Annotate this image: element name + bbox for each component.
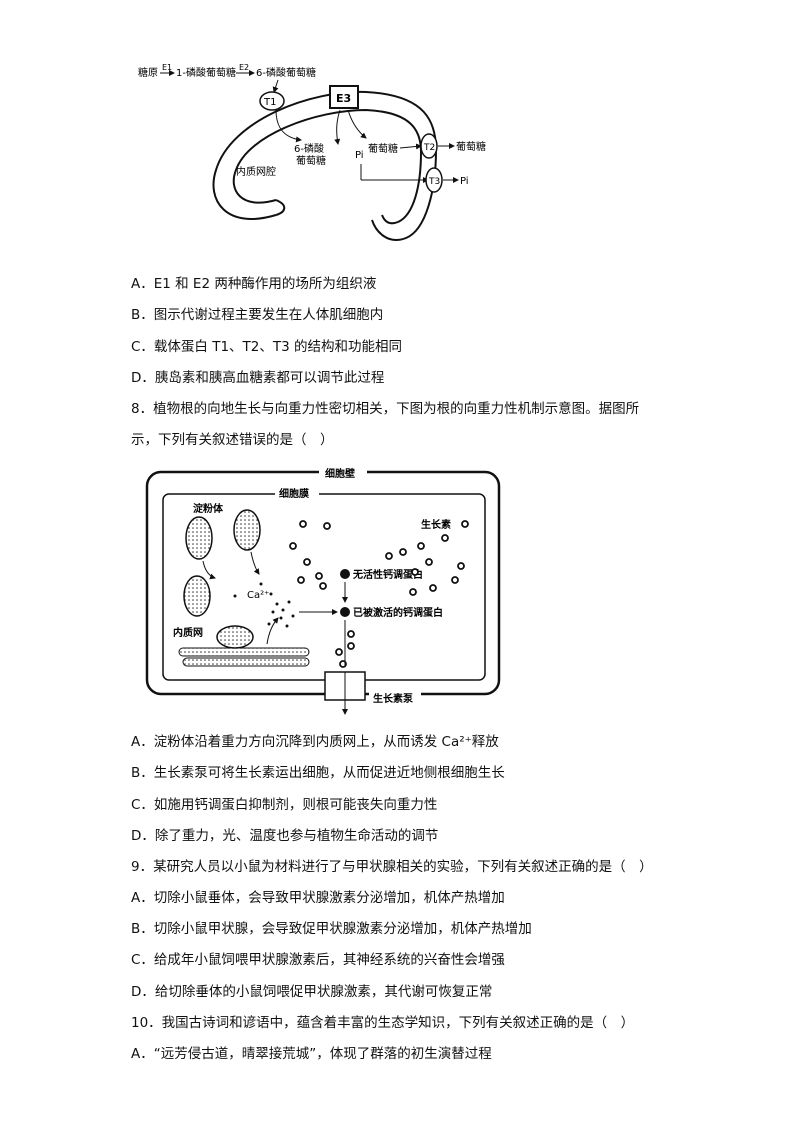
q9-option-a: A．切除小鼠垂体，会导致甲状腺激素分泌增加，机体产热增加 <box>131 890 505 906</box>
transporter-t3: T3 <box>428 177 440 187</box>
auxin-label: 生长素 <box>421 518 451 531</box>
cell-membrane-label: 细胞膜 <box>279 487 309 500</box>
glucose-inner: 葡萄糖 <box>368 142 398 155</box>
q8-option-c: C．如施用钙调蛋白抑制剂，则根可能丧失向重力性 <box>131 797 438 813</box>
q8-option-b: B．生长素泵可将生长素运出细胞，从而促进近地侧根细胞生长 <box>131 765 505 781</box>
q9-stem: 9．某研究人员以小鼠为材料进行了与甲状腺相关的实验，下列有关叙述正确的是（ ） <box>131 859 653 875</box>
transporter-t2: T2 <box>423 143 435 153</box>
cell-wall-label: 细胞壁 <box>325 467 355 480</box>
q9-option-c: C．给成年小鼠饲喂甲状腺激素后，其神经系统的兴奋性会增强 <box>131 952 505 968</box>
active-calmodulin-label: 已被激活的钙调蛋白 <box>353 606 443 619</box>
q7-option-b: B．图示代谢过程主要发生在人体肌细胞内 <box>131 307 384 323</box>
enzyme-e3: E3 <box>336 92 351 105</box>
pi-out: Pi <box>460 176 469 187</box>
enzyme-e1: E1 <box>162 63 172 72</box>
inner-g6p-line2: 葡萄糖 <box>296 154 326 167</box>
q8-option-d: D．除了重力，光、温度也参与植物生命活动的调节 <box>131 828 439 844</box>
er-glucose-metabolism-figure: 糖原 E1 1-磷酸葡萄糖 E2 6-磷酸葡萄糖 T1 E3 6-磷酸 葡萄糖 … <box>138 63 486 241</box>
q9-option-b: B．切除小鼠甲状腺，会导致促甲状腺激素分泌增加，机体产热增加 <box>131 921 532 937</box>
auxin-pump-label: 生长素泵 <box>373 692 414 705</box>
pathway-g6p: 6-磷酸葡萄糖 <box>256 66 316 79</box>
q7-option-c: C．载体蛋白 T1、T2、T3 的结构和功能相同 <box>131 339 403 355</box>
enzyme-e2: E2 <box>239 63 249 72</box>
transporter-t1: T1 <box>263 97 276 108</box>
q8-stem-line1: 8．植物根的向地生长与向重力性密切相关，下图为根的向重力性机制示意图。据图所 <box>131 401 640 417</box>
q10-stem: 10．我国古诗词和谚语中，蕴含着丰富的生态学知识，下列有关叙述正确的是（ ） <box>131 1015 635 1031</box>
calcium-label: Ca²⁺ <box>247 590 269 601</box>
inner-g6p-line1: 6-磷酸 <box>294 142 324 155</box>
q9-option-d: D．给切除垂体的小鼠饲喂促甲状腺激素，其代谢可恢复正常 <box>131 984 493 1000</box>
pi-inner: Pi <box>355 150 364 161</box>
er-lumen-label: 内质网腔 <box>236 165 276 178</box>
q8-option-a: A．淀粉体沿着重力方向沉降到内质网上，从而诱发 Ca²⁺释放 <box>131 734 499 750</box>
q10-option-a: A．“远芳侵古道，晴翠接荒城”，体现了群落的初生演替过程 <box>131 1046 492 1062</box>
pathway-g1p: 1-磷酸葡萄糖 <box>176 66 236 79</box>
er-label: 内质网 <box>173 626 203 639</box>
q7-option-d: D．胰岛素和胰高血糖素都可以调节此过程 <box>131 370 385 386</box>
inactive-calmodulin-label: 无活性钙调蛋白 <box>352 568 423 581</box>
root-gravitropism-figure: 细胞壁 细胞膜 淀粉体 内质网 Ca²⁺ 无活性钙调蛋白 已被激活的钙调蛋白 生… <box>145 466 501 715</box>
q7-option-a: A．E1 和 E2 两种酶作用的场所为组织液 <box>131 276 377 292</box>
glucose-out: 葡萄糖 <box>456 140 486 153</box>
amyloplast-label: 淀粉体 <box>193 502 224 515</box>
q8-stem-line2: 示，下列有关叙述错误的是（ ） <box>131 432 334 448</box>
pathway-glycogen: 糖原 <box>138 66 158 79</box>
